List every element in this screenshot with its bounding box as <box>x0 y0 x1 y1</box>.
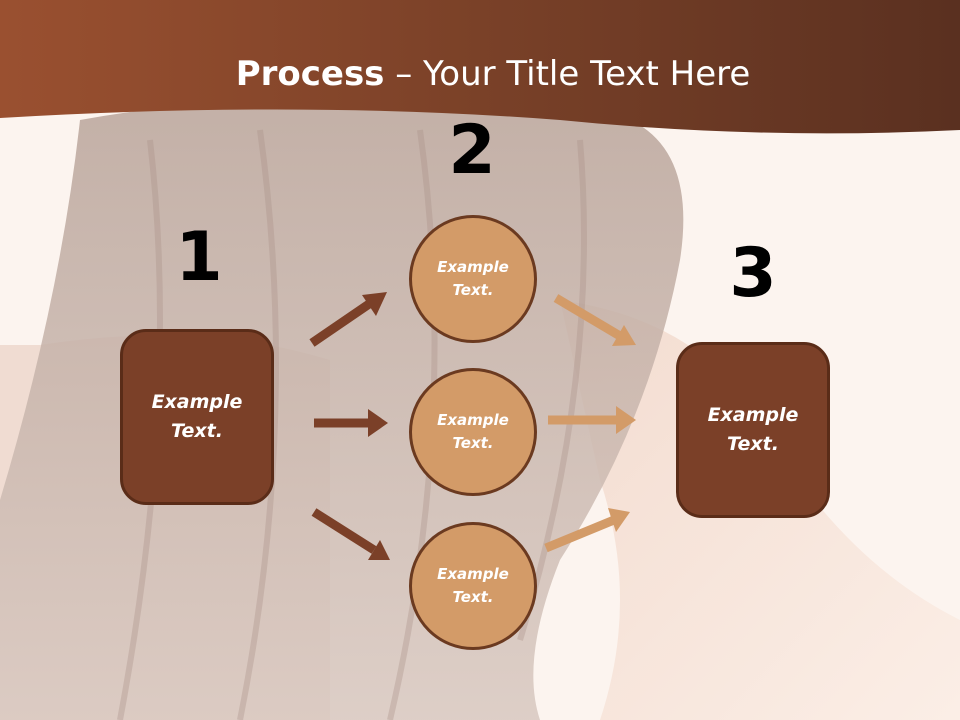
middle-circle-top-line-1: Example <box>437 258 509 276</box>
start-box-line-2: Text. <box>171 420 223 442</box>
start-box-line-1: Example <box>151 391 243 413</box>
end-box-line-2: Text. <box>727 433 779 455</box>
title-rest: – Your Title Text Here <box>384 54 751 94</box>
title-bold: Process <box>235 54 385 94</box>
arrow-from-middle <box>548 406 636 434</box>
middle-circle-top-line-2: Text. <box>452 281 494 299</box>
step-number-2: 2 <box>448 111 496 190</box>
middle-circle-center-line-1: Example <box>437 411 509 429</box>
step-number-3: 3 <box>729 234 777 313</box>
middle-circle-bottom-line-2: Text. <box>452 588 494 606</box>
arrow-from-top <box>553 294 636 346</box>
slide-title: Process – Your Title Text Here <box>0 52 960 96</box>
middle-circle-bottom-line-1: Example <box>437 565 509 583</box>
step-number-1: 1 <box>175 218 223 297</box>
arrow-to-bottom <box>311 508 390 560</box>
arrow-to-top <box>309 292 387 347</box>
middle-circle-center-line-2: Text. <box>452 434 494 452</box>
arrow-from-bottom <box>544 508 630 553</box>
end-box-line-1: Example <box>707 404 799 426</box>
arrow-to-middle <box>314 409 388 437</box>
